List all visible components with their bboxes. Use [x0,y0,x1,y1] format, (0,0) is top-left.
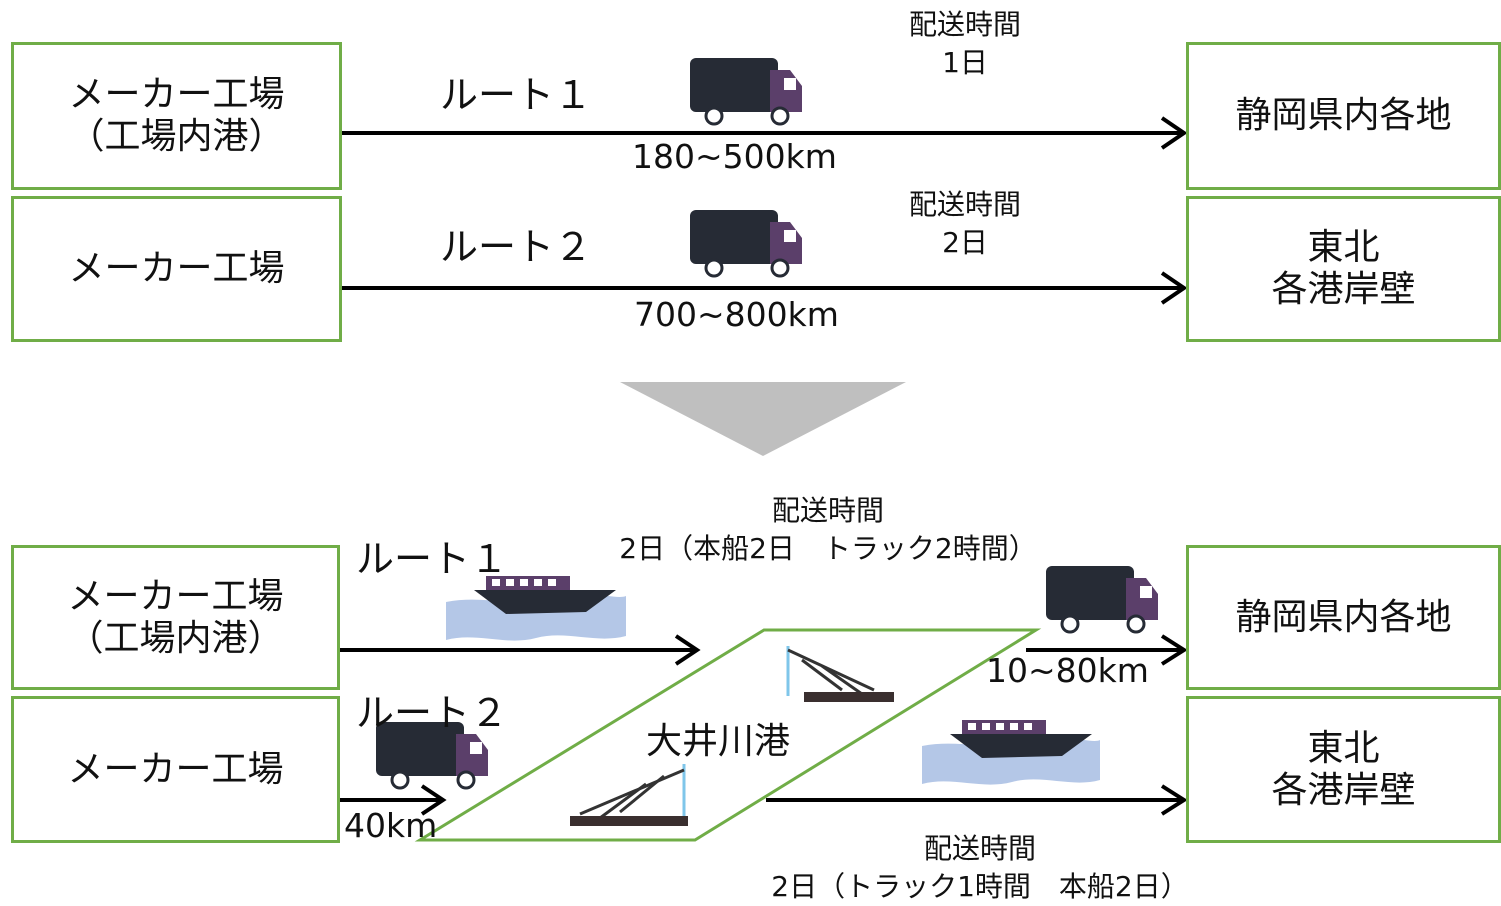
route2-delivery-time: 配送時間 2日 [908,188,1021,259]
truck-icon [690,58,802,126]
after-route2-delivery-time: 配送時間 2日（トラック1時間 本船2日） [771,832,1189,903]
before-destination-box-2: 東北 各港岸壁 [1186,196,1501,342]
ship-icon [922,720,1100,785]
destination-line: 各港岸壁 [1271,769,1416,811]
after-route1-truck-distance: 10~80km [986,651,1149,690]
after-route2-truck-distance: 40km [344,806,438,845]
down-arrow-icon [620,382,906,456]
after-origin-box-1: メーカー工場 （工場内港） [11,545,340,690]
crane-icon [786,646,894,702]
route1-label: ルート１ [440,73,593,117]
destination-line: 静岡県内各地 [1235,596,1452,638]
crane-icon [570,764,688,826]
route2-distance: 700~800km [634,295,839,334]
truck-icon [376,722,488,790]
truck-icon [1046,566,1158,634]
destination-line: 各港岸壁 [1271,269,1416,310]
before-origin-box-2: メーカー工場 [11,196,342,342]
before-destination-box-1: 静岡県内各地 [1186,42,1501,190]
after-route1-label: ルート１ [356,537,509,581]
after-origin-box-2: メーカー工場 [11,696,340,843]
after-destination-box-1: 静岡県内各地 [1186,545,1501,690]
destination-line: 東北 [1307,727,1380,769]
port-area [414,628,1042,842]
origin-line: メーカー工場 [68,74,285,115]
origin-line: （工場内港） [67,617,284,659]
ship-icon [446,576,626,641]
port-label: 大井川港 [646,721,791,762]
truck-icon [690,210,802,278]
route1-distance: 180~500km [632,137,837,176]
origin-line: メーカー工場 [67,748,284,790]
before-origin-box-1: メーカー工場 （工場内港） [11,42,342,190]
route2-label: ルート２ [440,225,593,269]
after-route2-label: ルート２ [356,691,509,735]
origin-line: メーカー工場 [68,248,285,289]
after-route1-delivery-time: 配送時間 2日（本船2日 トラック2時間） [619,494,1037,565]
origin-line: メーカー工場 [67,575,284,617]
route1-delivery-time: 配送時間 1日 [908,8,1021,79]
after-destination-box-2: 東北 各港岸壁 [1186,696,1501,843]
destination-line: 東北 [1307,227,1380,268]
origin-line: （工場内港） [68,116,285,157]
destination-line: 静岡県内各地 [1235,95,1452,136]
